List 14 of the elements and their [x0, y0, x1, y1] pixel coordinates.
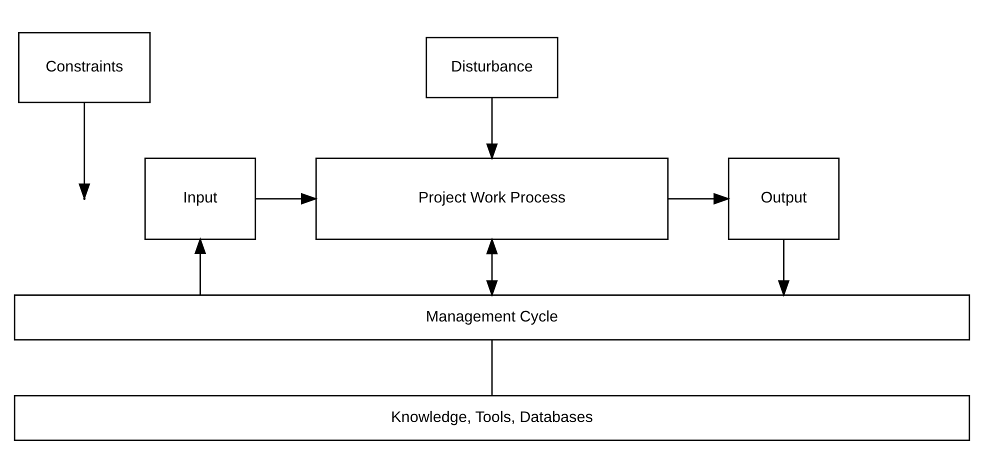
node-box: Input [144, 158, 256, 240]
node-box: Project Work Process [314, 158, 668, 240]
node-box: Knowledge, Tools, Databases [13, 394, 970, 441]
node-box: Output [727, 158, 840, 240]
node-box: Disturbance [425, 36, 558, 98]
arrow [486, 238, 498, 297]
arrow [486, 98, 498, 160]
arrow [668, 192, 730, 205]
connector [490, 340, 492, 396]
arrow [777, 240, 790, 297]
arrow [194, 237, 206, 295]
node-box: Management Cycle [13, 294, 970, 340]
arrow [255, 192, 318, 205]
node-box: Constraints [18, 32, 150, 104]
